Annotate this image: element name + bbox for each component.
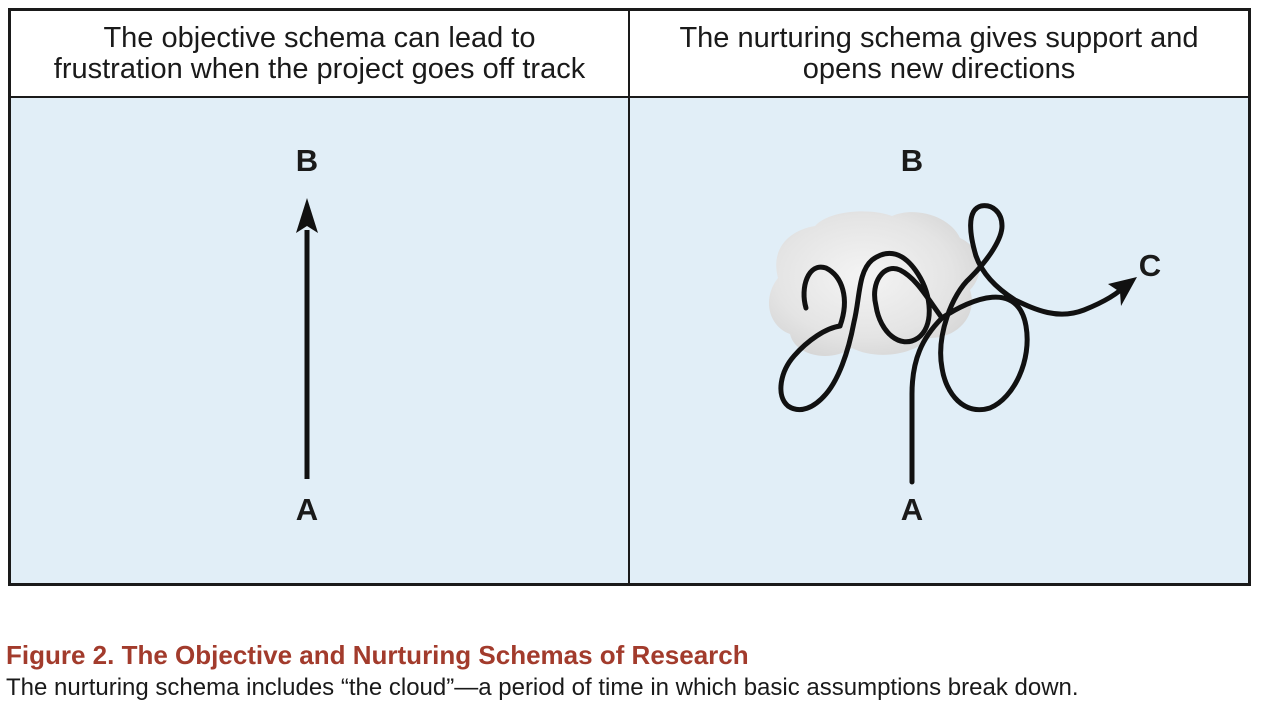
nurturing-path-loops — [778, 250, 945, 412]
objective-heading-line2: frustration when the project goes off tr… — [53, 52, 586, 85]
nurturing-point-b-label: B — [901, 143, 923, 178]
figure-caption-title: Figure 2. The Objective and Nurturing Sc… — [6, 640, 749, 670]
figure-frame: The objective schema can lead to frustra… — [8, 8, 1251, 586]
objective-schema-diagram: B A — [11, 98, 628, 583]
nurturing-arrowhead — [1108, 277, 1137, 306]
nurturing-point-a-label: A — [901, 492, 923, 527]
nurturing-schema-diagram: B C A — [630, 98, 1248, 583]
objective-schema-panel: The objective schema can lead to frustra… — [11, 11, 630, 583]
objective-heading-line1: The objective schema can lead to — [103, 21, 536, 54]
nurturing-path-inner-loop — [801, 264, 847, 329]
objective-heading-text: The objective schema can lead to frustra… — [42, 21, 597, 85]
nurturing-schema-heading: The nurturing schema gives support and o… — [630, 11, 1248, 98]
nurturing-path-main — [909, 203, 1130, 485]
objective-schema-heading: The objective schema can lead to frustra… — [11, 11, 628, 98]
figure-caption: Figure 2. The Objective and Nurturing Sc… — [6, 638, 1256, 704]
nurturing-heading-text: The nurturing schema gives support and o… — [667, 21, 1210, 85]
objective-point-a-label: A — [296, 492, 318, 527]
objective-point-b-label: B — [296, 143, 318, 178]
nurturing-point-c-label: C — [1139, 248, 1161, 283]
figure-caption-text: The nurturing schema includes “the cloud… — [6, 674, 1079, 701]
nurturing-heading-line2: opens new directions — [802, 52, 1076, 85]
objective-arrowhead — [296, 198, 318, 233]
nurturing-schema-panel: The nurturing schema gives support and o… — [630, 11, 1248, 583]
nurturing-schema-svg: B C A — [768, 143, 1161, 527]
objective-schema-svg: B A — [296, 143, 318, 527]
nurturing-heading-line1: The nurturing schema gives support and — [679, 21, 1199, 54]
